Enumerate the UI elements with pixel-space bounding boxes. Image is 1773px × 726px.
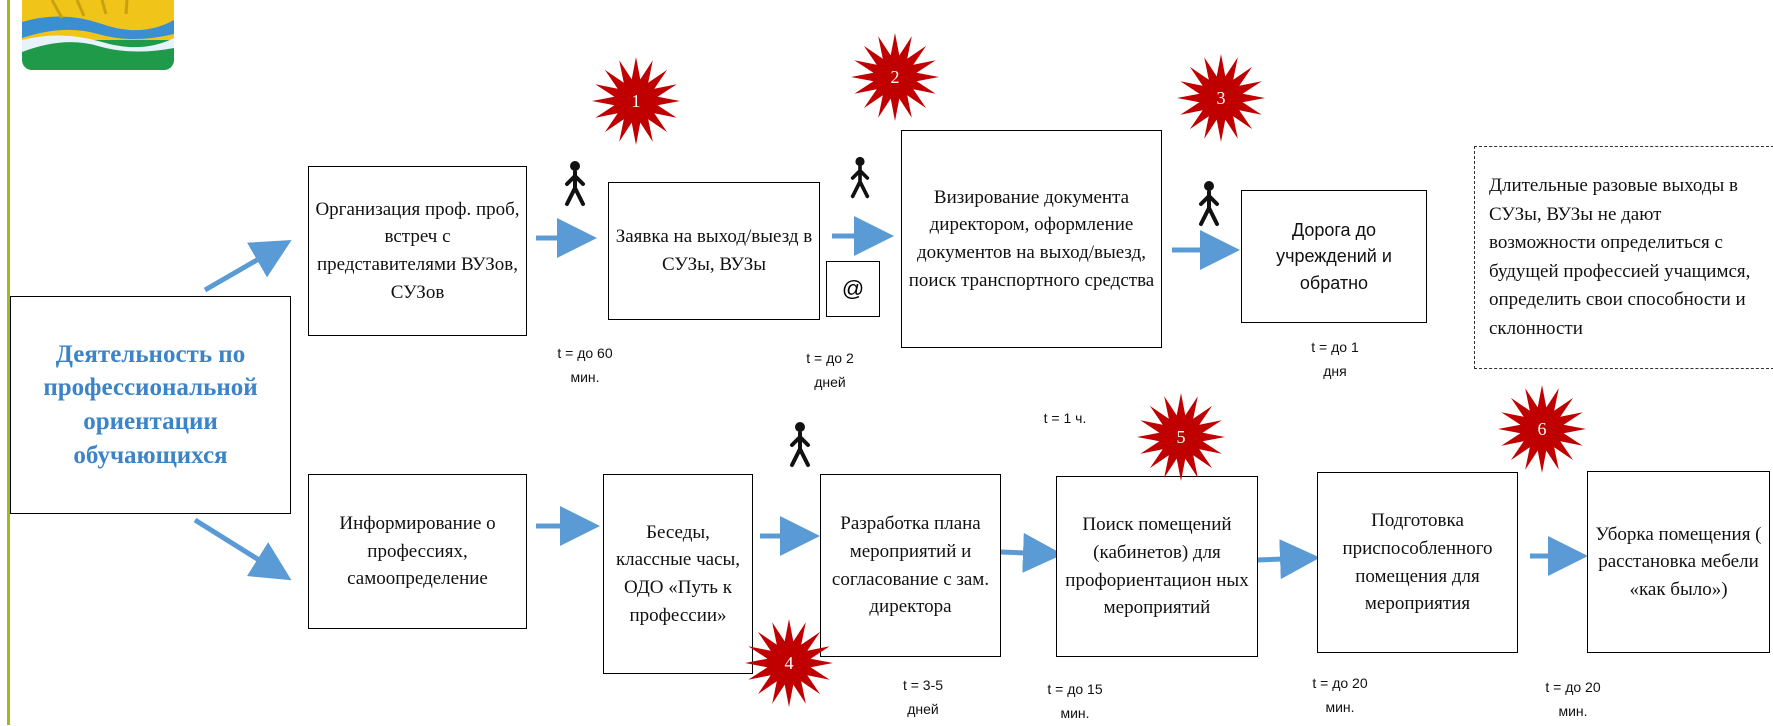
bottom-step-1-box: Информирование о профессиях, самоопредел… bbox=[308, 474, 527, 629]
burst-star-icon: 2 bbox=[850, 32, 940, 122]
email-at-icon: @ bbox=[826, 261, 880, 317]
top-step-3-box: Визирование документа директором, оформл… bbox=[901, 130, 1162, 348]
walking-person-icon bbox=[565, 161, 585, 206]
burst-star-icon: 5 bbox=[1136, 392, 1226, 482]
time-label-8: t = до 20 мин. bbox=[1545, 679, 1601, 719]
arrow-bottom-4 bbox=[1256, 539, 1320, 580]
burst-star-icon: 4 bbox=[744, 618, 834, 708]
bottom-step-4-box: Поиск помещений (кабинетов) для профорие… bbox=[1056, 476, 1258, 657]
time-label-2: t = до 2 дней bbox=[806, 350, 854, 390]
top-step-2-box: Заявка на выход/выезд в СУЗы, ВУЗы bbox=[608, 182, 820, 320]
burst-star-icon: 3 bbox=[1176, 53, 1266, 143]
badge-number: 3 bbox=[1216, 87, 1226, 108]
badge-number: 6 bbox=[1537, 418, 1547, 439]
time-label-7: t = до 20 мин. bbox=[1312, 675, 1368, 715]
bottom-step-6-box: Уборка помещения ( расстановка мебели «к… bbox=[1587, 471, 1770, 653]
bottom-step-2-box: Беседы, классные часы, ОДО «Путь к профе… bbox=[603, 474, 753, 674]
time-label-3: t = до 1 дня bbox=[1311, 339, 1359, 379]
bottom-step-3-box: Разработка плана мероприятий и согласова… bbox=[820, 474, 1001, 657]
time-label-4: t = 1 ч. bbox=[1043, 410, 1087, 426]
arrow-bottom-3 bbox=[999, 532, 1063, 573]
main-activity-box: Деятельность по профессиональной ориента… bbox=[10, 296, 291, 514]
badge-number: 5 bbox=[1176, 426, 1186, 447]
city-logo bbox=[22, 0, 174, 70]
top-step-1-box: Организация проф. проб, встреч с предста… bbox=[308, 166, 527, 336]
burst-star-icon: 1 bbox=[591, 56, 681, 146]
time-label-6: t = до 15 мин. bbox=[1047, 681, 1103, 721]
arrow-main-to-top bbox=[203, 240, 292, 293]
time-label-1: t = до 60 мин. bbox=[557, 345, 613, 385]
badge-number: 2 bbox=[890, 66, 900, 87]
badge-number: 1 bbox=[631, 90, 641, 111]
time-label-5: t = 3-5 дней bbox=[902, 677, 944, 717]
walking-person-icon bbox=[790, 422, 810, 467]
bottom-step-5-box: Подготовка приспособленного помещения дл… bbox=[1317, 472, 1518, 653]
frame-line bbox=[7, 0, 10, 725]
arrow-main-to-bottom bbox=[193, 517, 292, 581]
top-step-4-box: Дорога до учреждений и обратно bbox=[1241, 190, 1427, 323]
badge-number: 4 bbox=[784, 652, 794, 673]
note-box: Длительные разовые выходы в СУЗы, ВУЗы н… bbox=[1474, 146, 1773, 369]
burst-star-icon: 6 bbox=[1497, 384, 1587, 474]
walking-person-icon bbox=[1199, 181, 1219, 226]
walking-person-icon bbox=[850, 156, 870, 199]
